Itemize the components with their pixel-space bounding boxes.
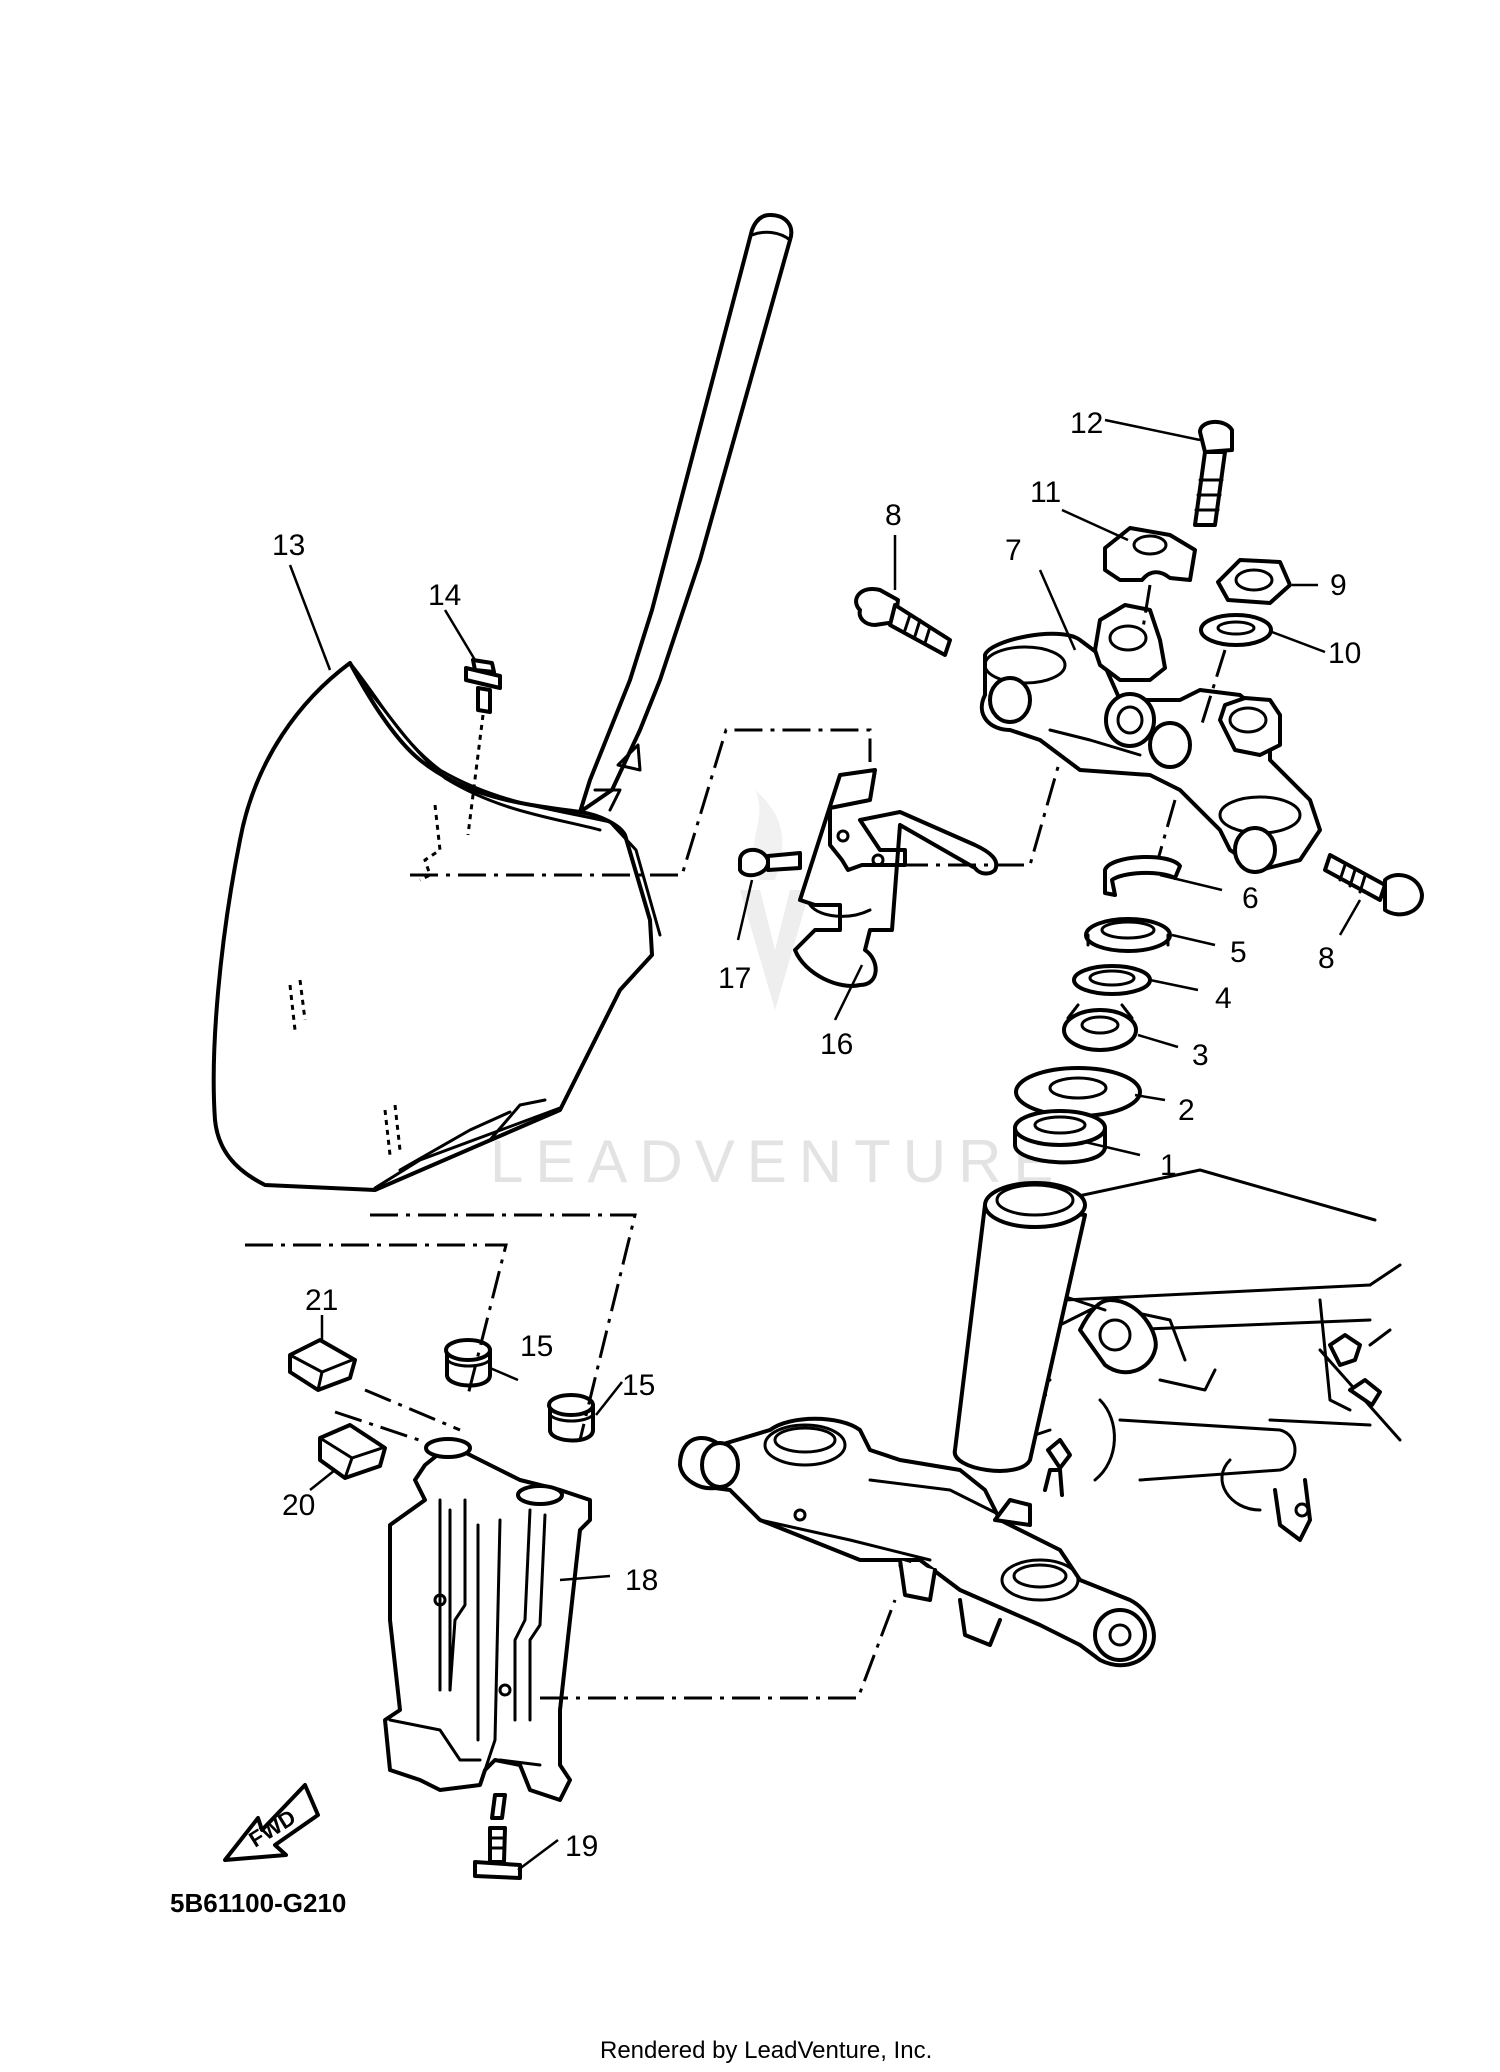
mount-line-21 <box>364 1388 461 1432</box>
callout-15-right[interactable]: 15 <box>622 1369 655 1402</box>
dust-seal-part-2[interactable] <box>1014 1066 1142 1118</box>
number-plate-part-13[interactable] <box>211 213 794 1192</box>
mount-line-15-right <box>370 1213 637 1441</box>
callout-8-lower[interactable]: 8 <box>1318 942 1335 975</box>
washer-part-4[interactable] <box>1072 964 1152 996</box>
damper-part-21[interactable] <box>288 1338 357 1392</box>
nut-part-9[interactable] <box>1216 558 1292 605</box>
callout-17[interactable]: 17 <box>718 962 751 995</box>
callout-6[interactable]: 6 <box>1242 882 1259 915</box>
mount-line-stem <box>900 759 1062 867</box>
mount-line-18 <box>540 1599 897 1700</box>
fwd-arrow-icon: FWD <box>223 1783 320 1862</box>
callout-labels: 1 2 3 4 5 6 7 8 8 9 10 11 12 13 14 15 15… <box>272 407 1361 1863</box>
bracket-part-18[interactable] <box>383 1437 592 1802</box>
callout-18[interactable]: 18 <box>625 1564 658 1597</box>
callout-13[interactable]: 13 <box>272 529 305 562</box>
callout-8-upper[interactable]: 8 <box>885 499 902 532</box>
callout-15-left[interactable]: 15 <box>520 1330 553 1363</box>
washer-part-10[interactable] <box>1199 613 1273 647</box>
bearing-part-1[interactable] <box>1013 1109 1107 1165</box>
callout-9[interactable]: 9 <box>1330 569 1347 602</box>
callout-2[interactable]: 2 <box>1178 1094 1195 1127</box>
screw-part-19[interactable] <box>473 1793 522 1880</box>
diagram-code: 5B61100-G210 <box>170 1888 346 1918</box>
callout-1[interactable]: 1 <box>1160 1149 1177 1182</box>
callout-14[interactable]: 14 <box>428 579 461 612</box>
watermark-text: LEADVENTURE <box>490 1128 1065 1195</box>
bracket-part-16[interactable] <box>793 768 999 988</box>
bolt-part-12[interactable] <box>1193 420 1234 527</box>
callout-5[interactable]: 5 <box>1230 936 1247 969</box>
callout-4[interactable]: 4 <box>1215 982 1232 1015</box>
bolt-part-17[interactable] <box>738 847 802 878</box>
ring-nut-part-5[interactable] <box>1084 917 1172 953</box>
callout-3[interactable]: 3 <box>1192 1039 1209 1072</box>
mount-line-20 <box>334 1410 426 1444</box>
callout-21[interactable]: 21 <box>305 1284 338 1317</box>
grommet-part-15-left[interactable] <box>444 1338 492 1388</box>
mount-line-10 <box>1198 649 1227 731</box>
mount-line-15-left <box>245 1243 508 1396</box>
bolt-part-14[interactable] <box>464 658 502 714</box>
mount-line-12 <box>1141 584 1152 629</box>
steering-stem-tube <box>952 1181 1087 1473</box>
damper-part-20[interactable] <box>318 1423 387 1480</box>
callout-leaders <box>288 418 1362 1871</box>
grommet-part-15-right[interactable] <box>547 1393 595 1443</box>
callout-11[interactable]: 11 <box>1030 476 1061 509</box>
mount-line-14 <box>466 714 485 836</box>
callout-20[interactable]: 20 <box>282 1489 315 1522</box>
callout-19[interactable]: 19 <box>565 1830 598 1863</box>
lower-bracket <box>678 1416 1156 1668</box>
callout-16[interactable]: 16 <box>820 1028 853 1061</box>
render-credit: Rendered by LeadVenture, Inc. <box>600 2037 932 2064</box>
pinch-bolt-part-8-upper[interactable] <box>854 587 952 657</box>
ring-nut-part-3[interactable] <box>1062 1003 1138 1052</box>
upper-bracket-part-7[interactable] <box>979 603 1322 874</box>
callout-10[interactable]: 10 <box>1328 637 1361 670</box>
mount-line-16 <box>410 728 872 877</box>
pinch-bolt-part-8-lower[interactable] <box>1323 853 1424 917</box>
callout-7[interactable]: 7 <box>1005 534 1022 567</box>
callout-12[interactable]: 12 <box>1070 407 1103 440</box>
